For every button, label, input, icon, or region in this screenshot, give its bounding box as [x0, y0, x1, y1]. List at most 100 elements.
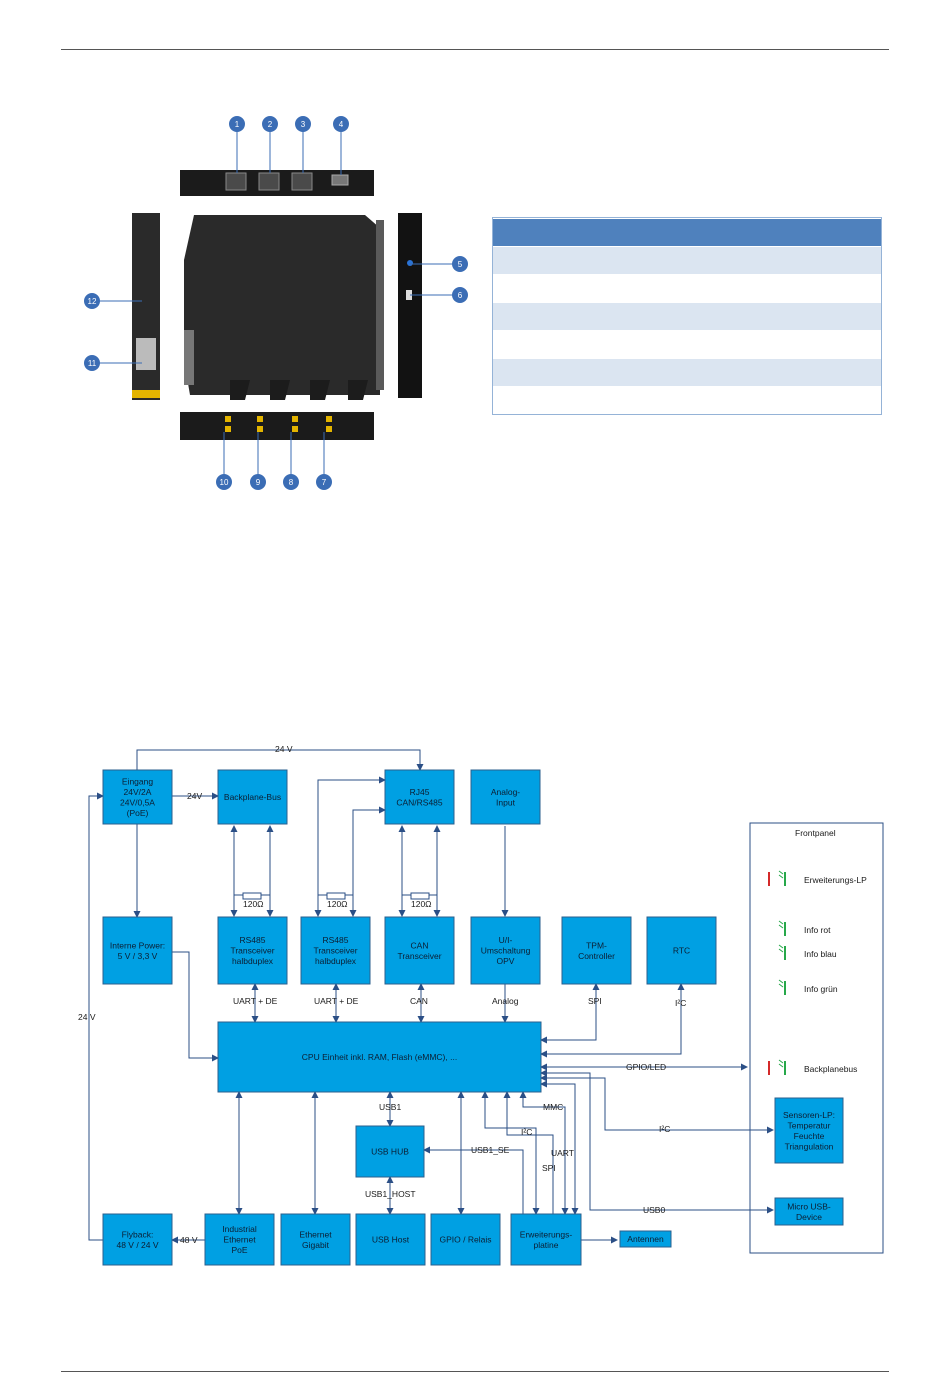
svg-text:Industrial: Industrial [222, 1224, 257, 1234]
front-view [398, 213, 422, 398]
label-top-24v: 24 V [275, 744, 293, 754]
callout-10: 10 [216, 474, 232, 490]
table-row [493, 274, 881, 303]
svg-text:Ethernet: Ethernet [299, 1229, 332, 1239]
header-rule [61, 49, 889, 50]
svg-text:CAN: CAN [411, 940, 429, 950]
svg-text:Umschaltung: Umschaltung [481, 946, 531, 956]
svg-text:halbduplex: halbduplex [315, 956, 357, 966]
svg-text:RJ45: RJ45 [410, 787, 430, 797]
svg-text:Feuchte: Feuchte [794, 1131, 825, 1141]
svg-text:Info rot: Info rot [804, 925, 831, 935]
svg-text:Sensoren-LP:: Sensoren-LP: [783, 1110, 835, 1120]
svg-text:7: 7 [322, 478, 327, 487]
block-erweiterung: Erweiterungs-platine [510, 1213, 582, 1266]
label-usb1: USB1 [379, 1102, 401, 1112]
svg-text:Transceiver: Transceiver [313, 946, 357, 956]
svg-text:Backplane-Bus: Backplane-Bus [224, 792, 281, 802]
svg-text:8: 8 [289, 478, 294, 487]
left-view [132, 213, 160, 400]
svg-text:11: 11 [88, 359, 97, 368]
svg-text:Flyback:: Flyback: [122, 1229, 154, 1239]
callout-6: 6 [452, 287, 468, 303]
resistor [326, 892, 346, 900]
svg-text:U/I-: U/I- [499, 935, 513, 945]
svg-text:Antennen: Antennen [627, 1234, 664, 1244]
label-usb0: USB0 [643, 1205, 665, 1215]
svg-text:4: 4 [339, 120, 344, 129]
callout-1: 1 [229, 116, 245, 132]
resistor [242, 892, 262, 900]
frontpanel-item: Info grün [778, 979, 838, 995]
svg-text:Micro USB-: Micro USB- [787, 1201, 831, 1211]
svg-text:USB HUB: USB HUB [371, 1147, 409, 1157]
callout-11: 11 [84, 355, 100, 371]
label-usb1-host: USB1_HOST [365, 1189, 416, 1199]
housing [184, 215, 380, 395]
svg-text:GPIO / Relais: GPIO / Relais [440, 1235, 492, 1245]
label-spi: SPI [588, 996, 602, 1006]
svg-text:Backplanebus: Backplanebus [804, 1064, 857, 1074]
block-backplane: Backplane-Bus [217, 769, 288, 825]
svg-text:48 V / 24 V: 48 V / 24 V [116, 1240, 158, 1250]
label-l24v-a: 24V [187, 791, 202, 801]
label-i2c: I²C [675, 998, 686, 1008]
frontpanel-item: Erweiterungs-LP [768, 870, 867, 886]
svg-text:5 V / 3,3 V: 5 V / 3,3 V [118, 951, 158, 961]
callout-7: 7 [316, 474, 332, 490]
svg-text:Interne Power:: Interne Power: [110, 940, 165, 950]
svg-text:Triangulation: Triangulation [785, 1141, 834, 1151]
callout-9: 9 [250, 474, 266, 490]
frontpanel-box [749, 822, 884, 1254]
label-r120-1: 120Ω [243, 899, 264, 909]
block-tpm: TPM-Controller [561, 916, 632, 985]
table-row [493, 386, 881, 414]
svg-text:Input: Input [496, 797, 516, 807]
block-micro-usb: Micro USB-Device [774, 1197, 844, 1226]
svg-text:USB Host: USB Host [372, 1235, 410, 1245]
svg-text:Eingang: Eingang [122, 776, 153, 786]
block-usb-host: USB Host [355, 1213, 426, 1266]
svg-text:Gigabit: Gigabit [302, 1240, 330, 1250]
label-uart-de-1: UART + DE [233, 996, 278, 1006]
svg-text:2: 2 [268, 120, 273, 129]
label-i2c-c: I²C [659, 1124, 670, 1134]
frontpanel-item: Info rot [778, 920, 831, 936]
svg-text:Device: Device [796, 1212, 822, 1222]
table-row [493, 358, 881, 387]
block-sensoren: Sensoren-LP:TemperaturFeuchteTriangulati… [774, 1097, 844, 1164]
block-analog-input: Analog-Input [470, 769, 541, 825]
bottom-view [180, 412, 374, 440]
frontpanel-title: Frontpanel [795, 828, 836, 838]
svg-text:Analog-: Analog- [491, 787, 520, 797]
block-cpu: CPU Einheit inkl. RAM, Flash (eMMC), ... [217, 1021, 542, 1093]
block-diagram: Eingang24V/2A24V/0,5A(PoE)Backplane-BusR… [78, 744, 884, 1266]
svg-text:6: 6 [458, 291, 463, 300]
label-can: CAN [410, 996, 428, 1006]
svg-text:platine: platine [533, 1240, 558, 1250]
table-row [493, 330, 881, 359]
footer-rule [61, 1371, 889, 1372]
svg-text:12: 12 [88, 297, 97, 306]
callout-3: 3 [295, 116, 311, 132]
callout-5: 5 [452, 256, 468, 272]
svg-text:(PoE): (PoE) [127, 808, 149, 818]
svg-text:24V/2A: 24V/2A [124, 787, 152, 797]
block-antennen: Antennen [619, 1230, 672, 1248]
svg-text:RS485: RS485 [240, 935, 266, 945]
block-flyback: Flyback:48 V / 24 V [102, 1213, 173, 1266]
svg-text:TPM-: TPM- [586, 940, 607, 950]
svg-text:9: 9 [256, 478, 261, 487]
label-gpio-led: GPIO/LED [626, 1062, 666, 1072]
parameter-table [492, 217, 882, 415]
label-r120-3: 120Ω [411, 899, 432, 909]
svg-text:Info blau: Info blau [804, 949, 837, 959]
label-left-24v: 24 V [78, 1012, 96, 1022]
svg-text:halbduplex: halbduplex [232, 956, 274, 966]
svg-text:Erweiterungs-: Erweiterungs- [520, 1229, 573, 1239]
